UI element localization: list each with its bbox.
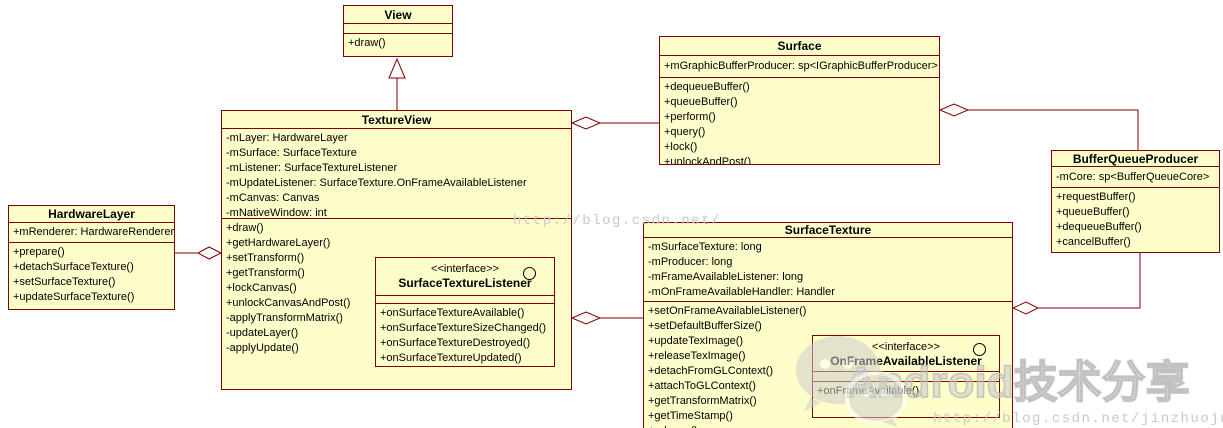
class-title: SurfaceTexture (784, 223, 872, 237)
member-line: +attachToGLContext() (648, 380, 756, 392)
interface-circle-icon (523, 267, 536, 280)
member-line: +queueBuffer() (664, 96, 738, 108)
aggregation-textureview-surfacetexture (570, 311, 643, 325)
member-line: +cancelBuffer() (1056, 236, 1131, 248)
stereotype-label: <<interface>> (431, 263, 499, 275)
aggregation-surfacetexture-bufferqueueproducer (1011, 253, 1141, 315)
class-box-view: View +draw() (343, 5, 453, 57)
class-box-textureview: TextureView -mLayer: HardwareLayer -mSurf… (221, 110, 572, 390)
member-line: +requestBuffer() (1056, 191, 1136, 203)
class-box-bufferqueueproducer: BufferQueueProducer -mCore: sp<BufferQue… (1051, 150, 1220, 253)
attributes-compartment: -mCore: sp<BufferQueueCore> (1052, 166, 1219, 187)
member-line: +onSurfaceTextureDestroyed() (380, 337, 531, 349)
member-line: +dequeueBuffer() (664, 81, 750, 93)
member-line: -mSurfaceTexture: long (648, 241, 762, 253)
member-line: +lockCanvas() (226, 282, 297, 294)
member-line: -mCanvas: Canvas (226, 192, 320, 204)
member-line: +setSurfaceTexture() (13, 276, 116, 288)
aggregation-textureview-hardwarelayer (175, 246, 223, 260)
member-line: +onSurfaceTextureAvailable() (380, 307, 525, 319)
interface-header: <<interface>> SurfaceTextureListener (376, 258, 554, 295)
class-title: View (384, 7, 412, 22)
member-line: +lock() (664, 141, 698, 153)
member-line: +onFrameAvailable() (817, 385, 920, 397)
attributes-compartment (376, 295, 554, 303)
member-line: +dequeueBuffer() (1056, 221, 1142, 233)
member-line: +mGraphicBufferProducer: sp<IGraphicBuff… (664, 60, 938, 72)
attributes-compartment: -mSurfaceTexture: long -mProducer: long -m… (644, 237, 1012, 301)
class-title: Surface (777, 39, 822, 53)
generalization-textureview-to-view (388, 57, 406, 110)
member-line: +draw() (348, 37, 386, 49)
methods-compartment: +onFrameAvailable() (813, 381, 999, 417)
attributes-compartment: +mGraphicBufferProducer: sp<IGraphicBuff… (660, 55, 939, 77)
methods-compartment: +setOnFrameAvailableListener() +setDefaul… (644, 301, 1012, 428)
member-line: -mProducer: long (648, 256, 733, 268)
member-line: +mRenderer: HardwareRenderer (13, 226, 174, 238)
member-line: +detachSurfaceTexture() (13, 261, 134, 273)
interface-header: <<interface>> OnFrameAvailableListener (813, 336, 999, 371)
stereotype-label: <<interface>> (872, 341, 940, 353)
attributes-compartment: -mLayer: HardwareLayer -mSurface: Surface… (222, 128, 571, 218)
attributes-compartment (813, 371, 999, 381)
member-line: +updateTexImage() (648, 335, 744, 347)
member-line: +getHardwareLayer() (226, 237, 331, 249)
member-line: +onSurfaceTextureSizeChanged() (380, 322, 547, 334)
member-line: -mLayer: HardwareLayer (226, 132, 348, 144)
member-line: -mListener: SurfaceTextureListener (226, 162, 398, 174)
interface-circle-icon (973, 343, 986, 356)
member-line: -mCore: sp<BufferQueueCore> (1056, 170, 1210, 183)
member-line: +setOnFrameAvailableListener() (648, 305, 807, 317)
member-line: +release() (648, 424, 1008, 428)
methods-compartment: +prepare() +detachSurfaceTexture() +setSur… (9, 242, 174, 309)
member-line: +queueBuffer() (1056, 206, 1130, 218)
member-line: -applyUpdate() (226, 342, 299, 354)
interface-title: OnFrameAvailableListener (830, 354, 982, 368)
member-line: +getTimeStamp() (648, 410, 733, 422)
member-line: -mNativeWindow: int (226, 207, 327, 218)
interface-title: SurfaceTextureListener (398, 276, 532, 290)
member-line: +setTransform() (226, 252, 305, 264)
methods-compartment: +dequeueBuffer() +queueBuffer() +perform()… (660, 77, 939, 164)
member-line: +query() (664, 126, 706, 138)
member-line: +getTransformMatrix() (648, 395, 757, 407)
aggregation-surface-bufferqueueproducer (938, 103, 1139, 150)
member-line: +unlockAndPost() (664, 156, 752, 164)
member-line: +detachFromGLContext() (648, 365, 774, 377)
member-line: -updateLayer() (226, 327, 299, 339)
attributes-compartment: +mRenderer: HardwareRenderer (9, 222, 174, 242)
methods-compartment: +onSurfaceTextureAvailable() +onSurfaceTe… (376, 303, 554, 366)
methods-compartment: +draw() +getHardwareLayer() +setTransform(… (222, 218, 571, 389)
class-title: HardwareLayer (48, 207, 135, 221)
member-line: -applyTransformMatrix() (226, 312, 343, 324)
interface-box-onframeavailablelistener: <<interface>> OnFrameAvailableListener +… (812, 335, 1000, 418)
member-line: +draw() (226, 222, 264, 234)
member-line: -mUpdateListener: SurfaceTexture.OnFrame… (226, 177, 527, 189)
class-box-surface: Surface +mGraphicBufferProducer: sp<IGra… (659, 36, 940, 165)
member-line: +prepare() (13, 246, 65, 258)
member-line: +getTransform() (226, 267, 305, 279)
methods-compartment: +requestBuffer() +queueBuffer() +dequeueBu… (1052, 187, 1219, 252)
member-line: +unlockCanvasAndPost() (226, 297, 351, 309)
aggregation-textureview-surface (570, 116, 659, 130)
class-title: BufferQueueProducer (1072, 151, 1199, 166)
member-line: +onSurfaceTextureUpdated() (380, 352, 522, 364)
member-line: +updateSurfaceTexture() (13, 291, 135, 303)
interface-box-surfacetexturelistener: <<interface>> SurfaceTextureListener +on… (375, 257, 555, 367)
methods-compartment: +draw() (344, 33, 452, 56)
attributes-compartment (344, 23, 452, 33)
member-line: -mFrameAvailableListener: long (648, 271, 804, 283)
member-line: -mSurface: SurfaceTexture (226, 147, 357, 159)
member-line: +releaseTexImage() (648, 350, 746, 362)
member-line: -mOnFrameAvailableHandler: Handler (648, 286, 835, 298)
class-box-hardwarelayer: HardwareLayer +mRenderer: HardwareRender… (8, 205, 175, 310)
class-title: TextureView (361, 112, 432, 127)
member-line: +perform() (664, 111, 716, 123)
member-line: +setDefaultBufferSize() (648, 320, 762, 332)
